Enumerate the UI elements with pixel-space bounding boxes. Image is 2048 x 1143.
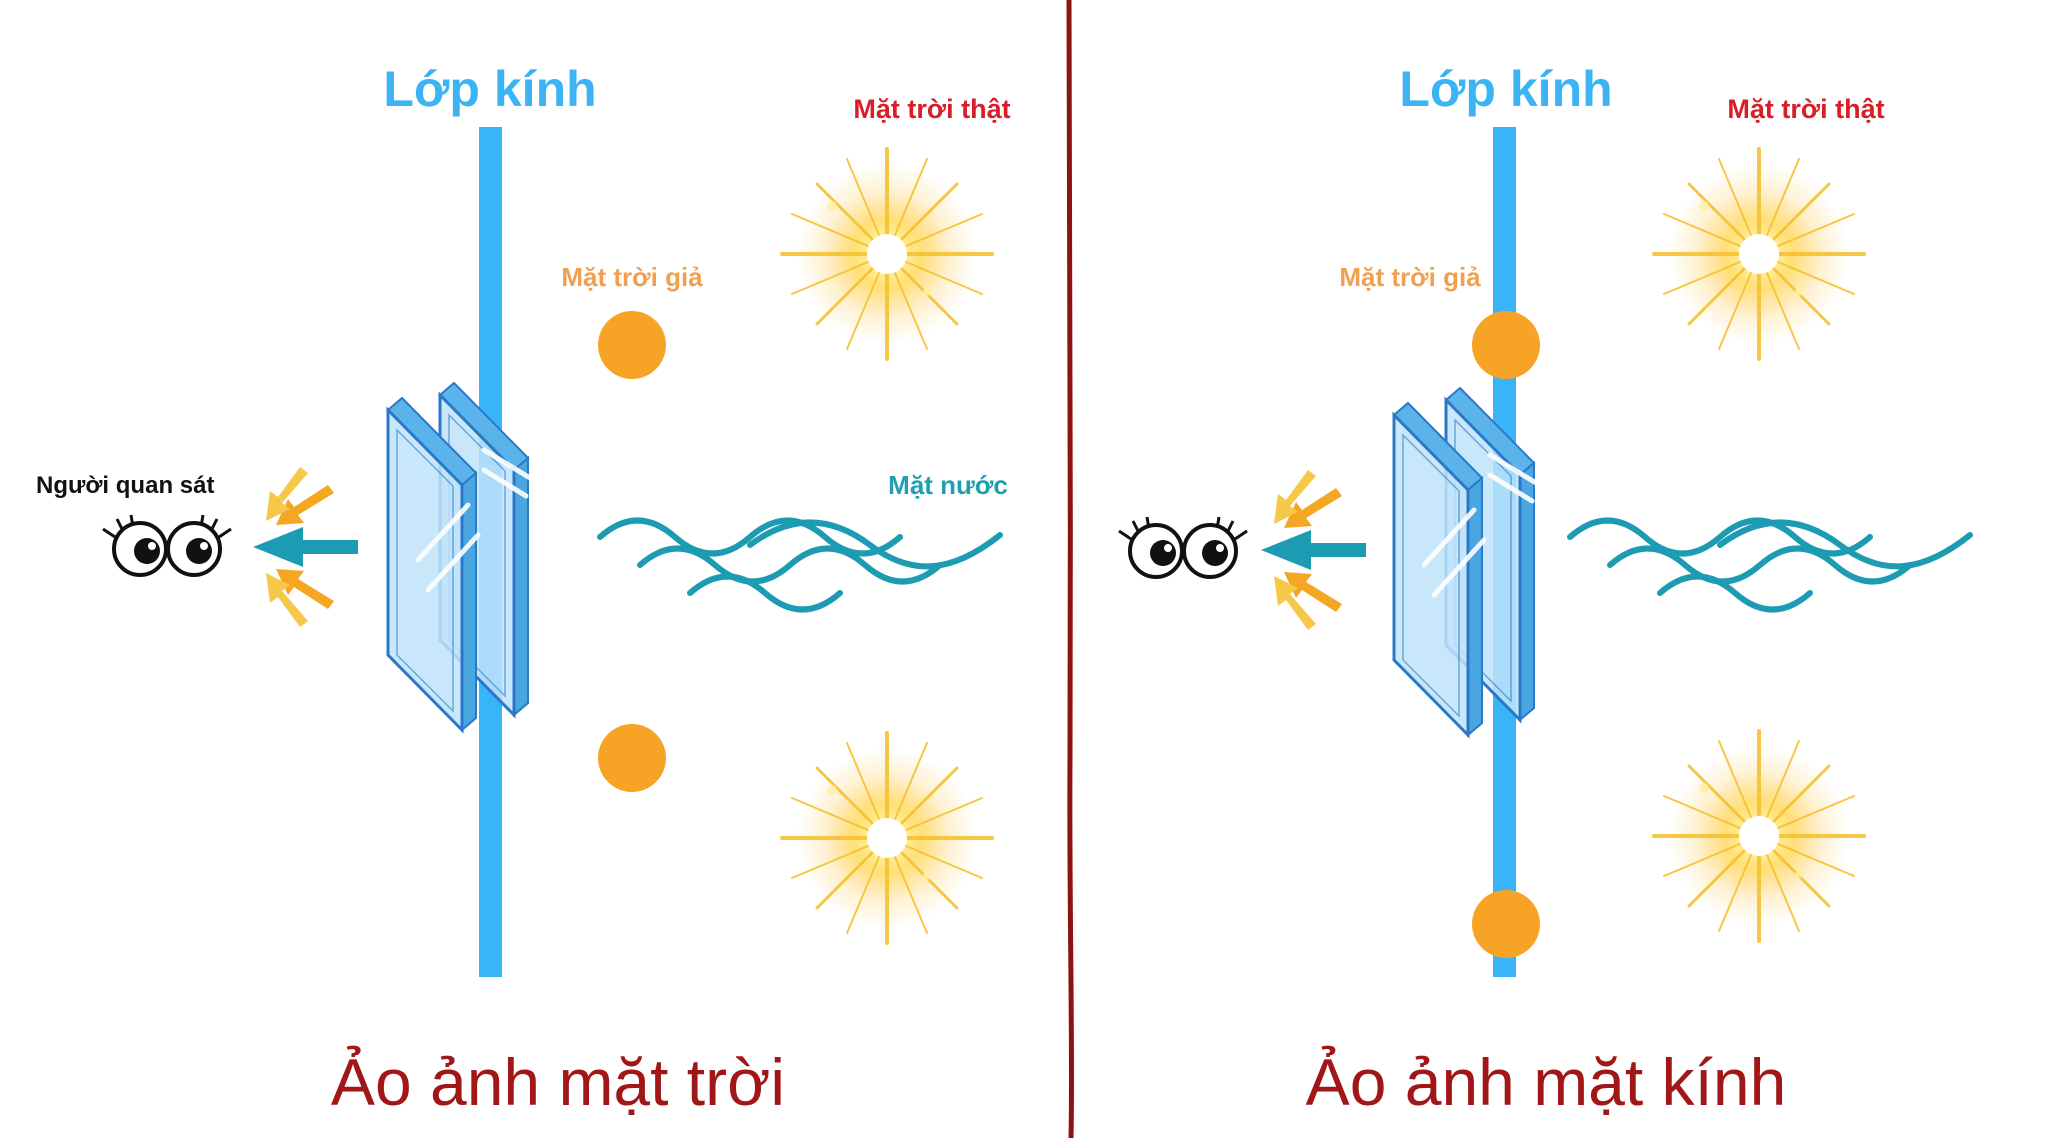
left-fake-sun-label: Mặt trời giả: [561, 262, 703, 292]
reflected-sun-icon: [1652, 729, 1866, 943]
eyes-icon: [101, 513, 233, 577]
right-true-sun-label: Mặt trời thật: [1727, 94, 1885, 124]
right-fake-sun-label: Mặt trời giả: [1339, 262, 1481, 292]
wave-icon: [1570, 521, 1970, 610]
right-panel: [1117, 127, 1970, 977]
true-sun-icon: [780, 147, 994, 361]
left-panel: [101, 127, 1000, 977]
left-water-label: Mặt nước: [888, 470, 1008, 500]
arrow-icon: [253, 467, 358, 627]
reflected-sun-icon: [780, 731, 994, 945]
glass-pane-icon: [386, 381, 533, 732]
arrow-icon: [1261, 470, 1366, 630]
fake-sun-reflection-icon: [598, 724, 666, 792]
panel-divider: [1066, 0, 1075, 1139]
fake-sun-icon: [598, 311, 666, 379]
observer-label: Người quan sát: [36, 472, 215, 499]
left-caption: Ảo ảnh mặt trời: [330, 1045, 786, 1119]
right-glass-title: Lớp kính: [1399, 61, 1613, 117]
left-glass-title: Lớp kính: [383, 61, 597, 117]
true-sun-icon: [1652, 147, 1866, 361]
wave-icon: [600, 521, 1000, 610]
fake-sun-icon: [1472, 311, 1540, 379]
glass-pane-icon: [1392, 386, 1539, 737]
fake-sun-reflection-icon: [1472, 890, 1540, 958]
left-true-sun-label: Mặt trời thật: [853, 94, 1011, 124]
right-caption: Ảo ảnh mặt kính: [1305, 1045, 1787, 1119]
eyes-icon: [1117, 515, 1249, 579]
